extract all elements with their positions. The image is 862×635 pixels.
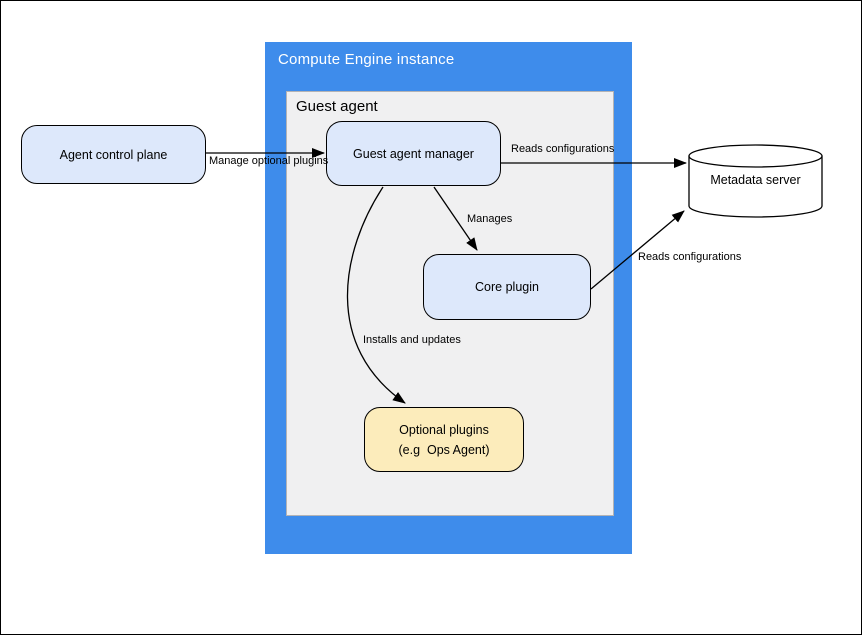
core-plugin-label: Core plugin: [475, 280, 539, 294]
node-guest-agent-manager: Guest agent manager: [326, 121, 501, 186]
node-core-plugin: Core plugin: [423, 254, 591, 320]
metadata-server-label: Metadata server: [710, 173, 801, 187]
edge-label-reads-configurations-manager: Reads configurations: [511, 143, 615, 155]
node-agent-control-plane: Agent control plane: [21, 125, 206, 184]
guest-agent-manager-label: Guest agent manager: [353, 146, 474, 161]
edge-label-manages: Manages: [467, 213, 513, 225]
compute-engine-instance-title: Compute Engine instance: [278, 51, 455, 68]
optional-plugins-label-line2: (e.g Ops Agent): [398, 442, 490, 457]
edge-label-reads-configurations-core: Reads configurations: [638, 251, 742, 263]
edge-label-manage-optional-plugins: Manage optional plugins: [209, 155, 329, 167]
guest-agent-title: Guest agent: [296, 98, 378, 115]
optional-plugins-label-line1: Optional plugins: [399, 422, 489, 437]
edge-label-installs-and-updates: Installs and updates: [363, 334, 461, 346]
node-optional-plugins: Optional plugins (e.g Ops Agent): [364, 407, 524, 472]
agent-control-plane-label: Agent control plane: [59, 147, 168, 162]
